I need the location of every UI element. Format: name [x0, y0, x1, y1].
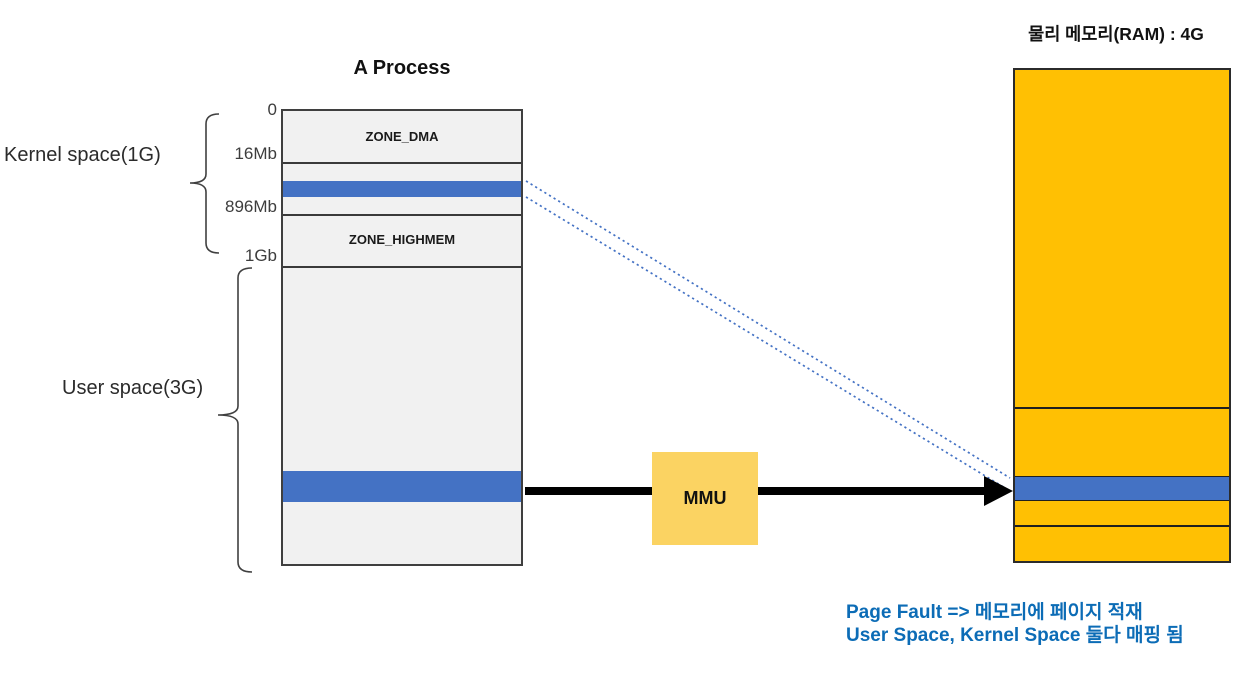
address-label-16mb: 16Mb: [234, 144, 277, 163]
mmu-label: MMU: [683, 488, 727, 508]
ram-title: 물리 메모리(RAM) : 4G: [1028, 24, 1204, 44]
zone-highmem-label: ZONE_HIGHMEM: [348, 232, 456, 247]
line-1gb: [283, 266, 521, 268]
ram-mapped-page-band: [1015, 476, 1229, 501]
ram-section-line-2: [1015, 525, 1229, 527]
process-title: A Process: [353, 57, 451, 79]
kernel-mapped-page-band: [283, 181, 521, 197]
address-label-896mb: 896Mb: [225, 197, 277, 216]
page-fault-note-line1: Page Fault => 메모리에 페이지 적재: [846, 602, 1143, 623]
kernel-mapping-dotted-line-lower: [525, 196, 1011, 492]
user-space-brace: [217, 267, 253, 573]
kernel-mapping-dotted-line-upper: [525, 180, 1011, 479]
zone-dma-label: ZONE_DMA: [365, 129, 439, 144]
page-fault-note: Page Fault => 메모리에 페이지 적재 User Space, Ke…: [846, 601, 1184, 647]
ram-box: [1013, 68, 1231, 563]
line-896mb: [283, 214, 521, 216]
mmu-arrow-head: [984, 476, 1013, 506]
kernel-space-brace: [189, 113, 220, 254]
process-address-space-box: ZONE_DMA ZONE_HIGHMEM: [281, 109, 523, 566]
ram-section-line-1: [1015, 407, 1229, 409]
mmu-box: MMU: [652, 452, 758, 545]
line-16mb: [283, 162, 521, 164]
user-space-label: User space(3G): [62, 377, 204, 399]
page-fault-note-line2: User Space, Kernel Space 둘다 매핑 됨: [846, 625, 1184, 646]
address-label-1gb: 1Gb: [244, 246, 277, 265]
kernel-space-label: Kernel space(1G): [4, 144, 161, 166]
user-mapped-page-band: [283, 471, 521, 502]
address-label-0: 0: [267, 100, 277, 119]
